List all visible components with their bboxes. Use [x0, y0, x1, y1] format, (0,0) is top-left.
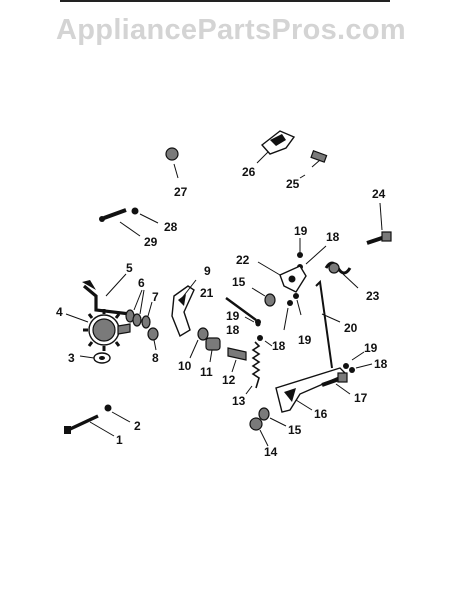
label-11: 11	[200, 365, 213, 379]
part-23-spring[interactable]	[324, 261, 359, 289]
label-29: 29	[144, 235, 158, 249]
part-18-clip-center[interactable]	[257, 335, 273, 347]
part-4-gear[interactable]	[65, 309, 131, 351]
part-15-spring-lower[interactable]	[258, 407, 287, 427]
part-18-clip-right[interactable]	[349, 363, 373, 373]
part-labels: 27 26 25 28 29 24 19 18 22 23 5 9 15 6 2…	[56, 165, 388, 459]
part-16-lever[interactable]	[275, 367, 348, 413]
label-19c: 19	[298, 333, 312, 347]
part-19-pin-upper[interactable]	[297, 238, 303, 258]
label-20: 20	[344, 321, 358, 335]
label-9: 9	[204, 264, 211, 278]
label-19d: 19	[364, 341, 378, 355]
label-8: 8	[152, 351, 159, 365]
label-18d: 18	[374, 357, 388, 371]
label-22: 22	[236, 253, 250, 267]
part-29-bolt[interactable]	[99, 208, 141, 237]
part-20-rod[interactable]	[315, 279, 341, 369]
label-4: 4	[56, 305, 63, 319]
label-28: 28	[164, 220, 178, 234]
part-22-lever-plate[interactable]	[257, 261, 307, 293]
part-5-crank-rod[interactable]	[82, 273, 131, 316]
watermark-text: AppliancePartsPros.com	[56, 14, 406, 46]
label-14: 14	[264, 445, 278, 459]
label-25: 25	[286, 177, 300, 191]
part-19-pin-right[interactable]	[343, 351, 365, 369]
label-13: 13	[232, 394, 246, 408]
part-19-pin-center[interactable]	[244, 316, 261, 327]
label-16: 16	[314, 407, 328, 421]
label-12: 12	[222, 373, 236, 387]
label-18c: 18	[272, 339, 286, 353]
part-2-washer[interactable]	[104, 404, 131, 423]
part-3-washer[interactable]	[79, 352, 111, 364]
part-27-nut[interactable]	[165, 147, 179, 179]
part-26-bracket[interactable]	[256, 130, 296, 164]
label-17: 17	[354, 391, 368, 405]
part-25-screw[interactable]	[299, 150, 328, 179]
part-24-screw[interactable]	[366, 202, 392, 245]
part-1-bolt[interactable]	[64, 414, 115, 437]
label-19a: 19	[294, 224, 308, 238]
part-7-washer[interactable]	[141, 301, 153, 329]
part-28-washer[interactable]	[131, 207, 159, 224]
part-18-clip-middle[interactable]	[283, 300, 293, 331]
part-8-nut[interactable]	[147, 327, 159, 351]
label-3: 3	[68, 351, 75, 365]
part-13-spring[interactable]	[245, 341, 261, 395]
label-6: 6	[138, 276, 145, 290]
label-18b: 18	[226, 323, 240, 337]
part-18-clip-upper[interactable]	[297, 245, 327, 270]
label-1: 1	[116, 433, 123, 447]
label-7: 7	[152, 290, 159, 304]
label-15a: 15	[232, 275, 246, 289]
label-27: 27	[174, 185, 188, 199]
label-26: 26	[242, 165, 256, 179]
label-23: 23	[366, 289, 380, 303]
part-15-spring-upper[interactable]	[251, 287, 276, 307]
label-18a: 18	[326, 230, 340, 244]
part-14-nut[interactable]	[249, 417, 269, 447]
label-15b: 15	[288, 423, 302, 437]
label-24: 24	[372, 187, 386, 201]
part-19-pin-middle[interactable]	[293, 293, 302, 316]
top-edge-fragments	[60, 0, 390, 2]
part-17-screw[interactable]	[321, 372, 351, 395]
part-12-sleeve[interactable]	[227, 347, 247, 373]
label-21: 21	[200, 286, 214, 300]
part-6-washers[interactable]	[125, 289, 145, 327]
label-2: 2	[134, 419, 141, 433]
label-10: 10	[178, 359, 192, 373]
label-19b: 19	[226, 309, 240, 323]
label-5: 5	[126, 261, 133, 275]
part-9-bracket-arm[interactable]	[171, 279, 197, 338]
part-10-washer[interactable]	[189, 327, 209, 359]
part-11-bushing[interactable]	[205, 337, 221, 363]
